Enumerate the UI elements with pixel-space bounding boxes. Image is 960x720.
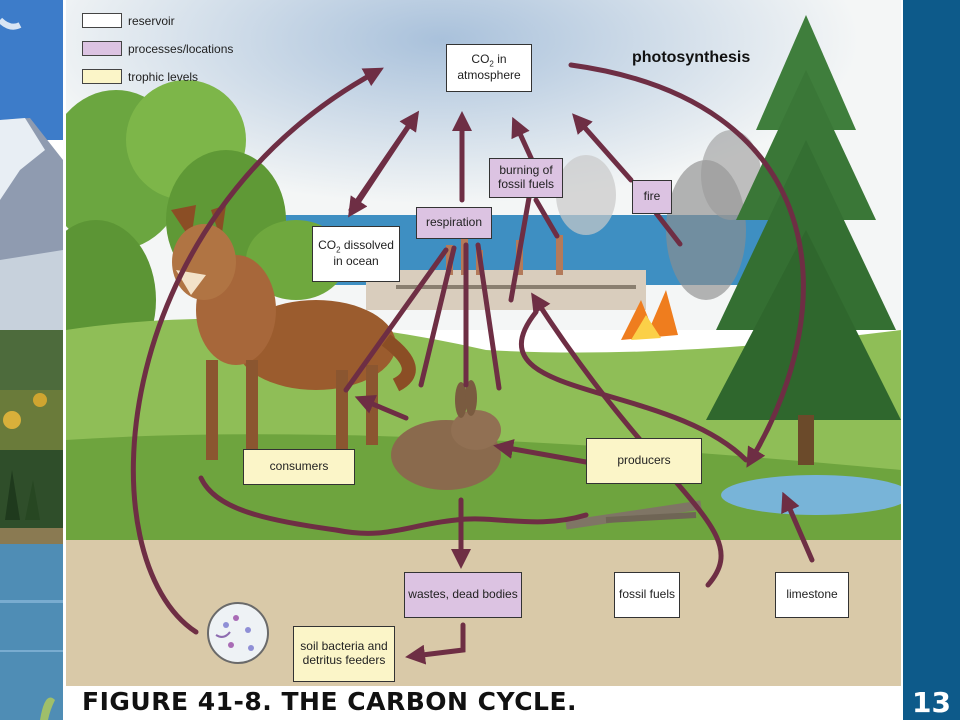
legend-swatch-trophic (82, 69, 122, 84)
burning-fossil-fuels-box: burning of fossil fuels (489, 158, 563, 198)
fossil-fuels-box: fossil fuels (614, 572, 680, 618)
legend-label-reservoir: reservoir (128, 13, 175, 28)
carbon-cycle-figure: reservoir processes/locations trophic le… (66, 0, 901, 686)
carbon-flow-arrows (130, 62, 815, 665)
co2-ocean-box: CO2 dissolved in ocean (312, 226, 400, 282)
photosynthesis-label: photosynthesis (632, 49, 751, 66)
slide-number: 13 (912, 686, 951, 719)
co2-atmosphere-box: CO2 in atmosphere (446, 44, 532, 92)
co2-atmosphere-line1: CO2 in (471, 52, 507, 69)
carbon-cycle-illustration (66, 0, 901, 686)
respiration-box: respiration (416, 207, 492, 239)
wastes-dead-bodies-box: wastes, dead bodies (404, 572, 522, 618)
legend-trophic: trophic levels (82, 69, 198, 84)
legend-processes: processes/locations (82, 41, 233, 56)
producers-box: producers (586, 438, 702, 484)
legend-swatch-reservoir (82, 13, 122, 28)
slide-sidebar (903, 0, 960, 720)
background-photo-strip (0, 0, 63, 720)
legend-label-processes: processes/locations (128, 41, 234, 56)
consumers-box: consumers (243, 449, 355, 485)
legend-reservoir: reservoir (82, 13, 175, 28)
microbe-circle (207, 602, 269, 664)
legend-label-trophic: trophic levels (128, 69, 199, 84)
fire-box: fire (632, 180, 672, 214)
coyote (171, 205, 416, 460)
co2-atmosphere-line2: atmosphere (457, 67, 521, 82)
limestone-box: limestone (775, 572, 849, 618)
forest-fire (621, 130, 761, 340)
legend-swatch-processes (82, 41, 122, 56)
figure-caption: FIGURE 41-8. THE CARBON CYCLE. (82, 687, 578, 716)
co2-ocean-line1: CO2 dissolved (318, 238, 394, 255)
co2-ocean-line2: in ocean (333, 253, 379, 268)
mountain-lake-photo (0, 0, 63, 720)
conifer-tree (706, 15, 901, 465)
rabbit (391, 380, 501, 490)
soil-bacteria-box: soil bacteria and detritus feeders (293, 626, 395, 682)
